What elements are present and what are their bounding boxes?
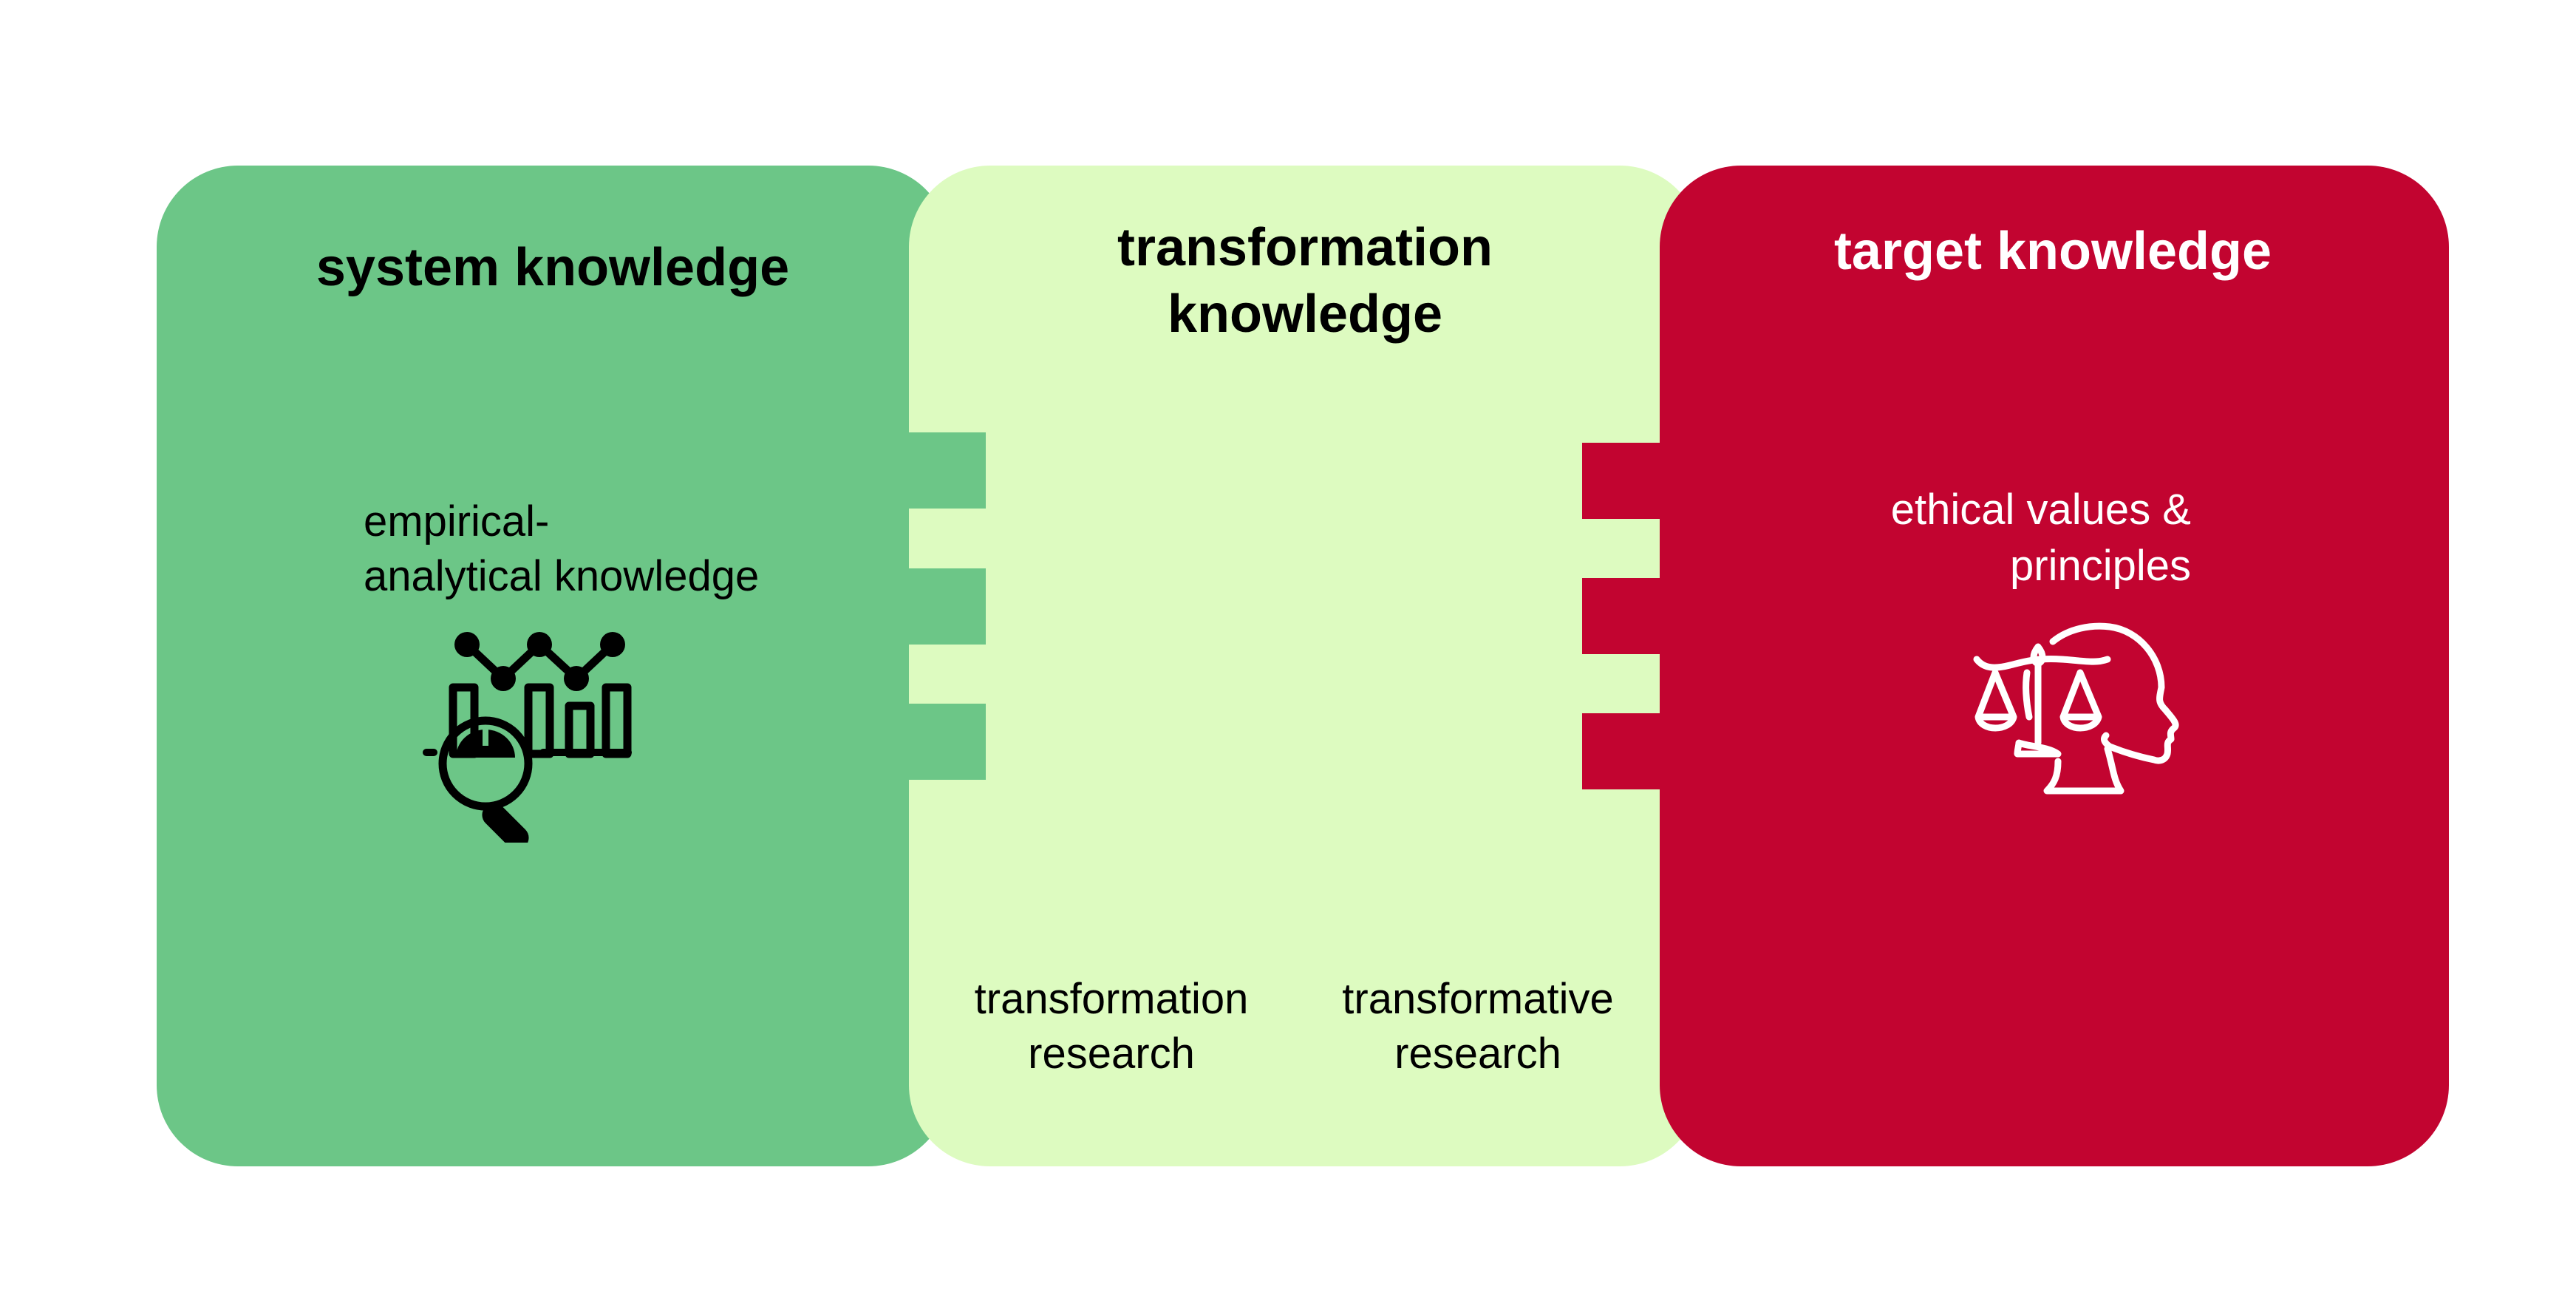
empirical-line2: analytical knowledge bbox=[364, 552, 760, 600]
transformation-title-line2: knowledge bbox=[1167, 285, 1443, 344]
scales-head-icon bbox=[1973, 622, 2179, 795]
transformation-research-line1: transformation bbox=[974, 975, 1249, 1023]
transformation-title-line1: transformation bbox=[1117, 218, 1493, 277]
target-connector-tab bbox=[1582, 713, 1660, 789]
empirical-line1: empirical- bbox=[364, 497, 550, 545]
system-knowledge-title: system knowledge bbox=[316, 238, 790, 297]
transformation-research-line2: research bbox=[1028, 1030, 1195, 1078]
system-connector-tab bbox=[908, 704, 986, 780]
system-connector-tab bbox=[908, 432, 986, 509]
transformative-research-line2: research bbox=[1394, 1030, 1561, 1078]
target-knowledge-panel bbox=[1660, 166, 2449, 1166]
transformative-research-line1: transformative bbox=[1342, 975, 1614, 1023]
data-analysis-magnifier-icon bbox=[423, 632, 632, 843]
system-connector-tab bbox=[908, 568, 986, 645]
target-connector-tab bbox=[1582, 578, 1660, 654]
transformation-knowledge-panel bbox=[909, 166, 1701, 1166]
target-connector-tab bbox=[1582, 443, 1660, 519]
ethical-line2: principles bbox=[2010, 542, 2191, 590]
system-knowledge-panel bbox=[157, 166, 950, 1166]
ethical-line1: ethical values & bbox=[1890, 486, 2191, 534]
target-knowledge-title: target knowledge bbox=[1833, 222, 2272, 281]
